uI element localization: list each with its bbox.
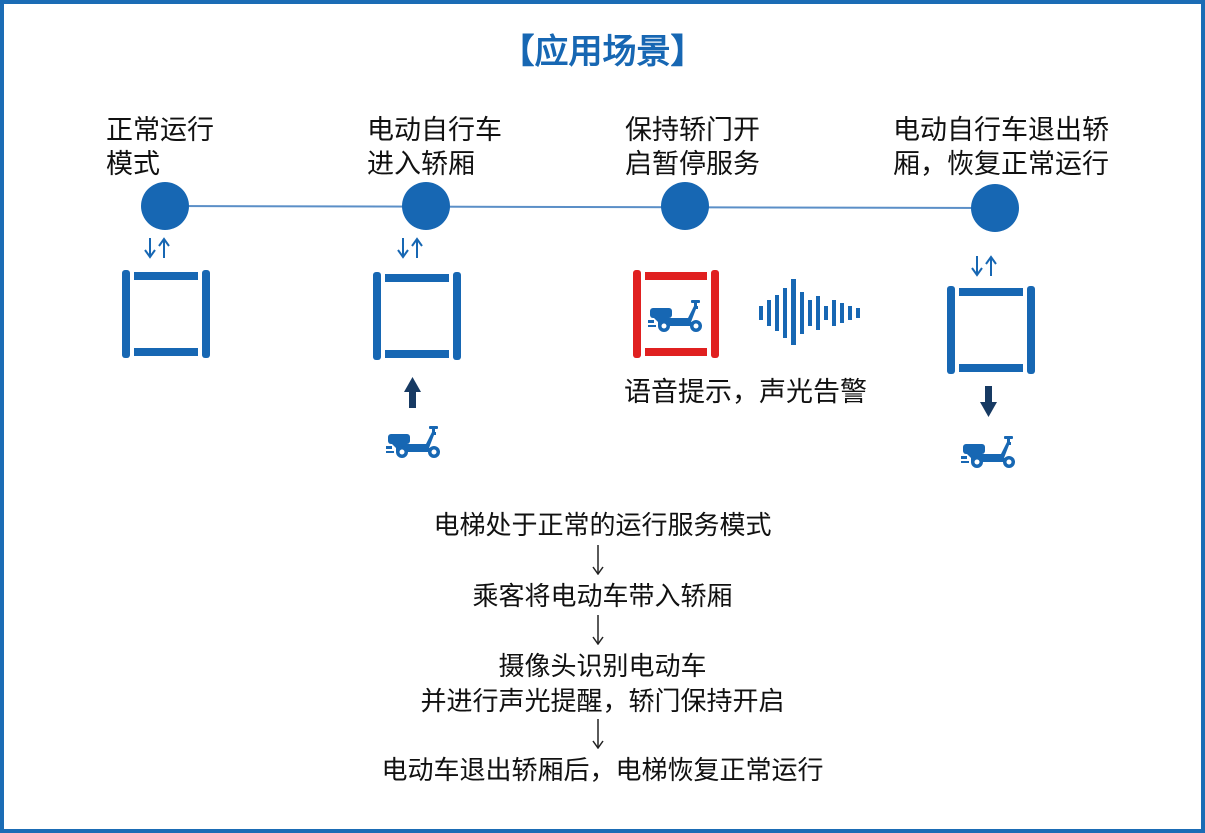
elevator-door-icon xyxy=(633,270,719,358)
up-down-arrow-icon xyxy=(971,255,997,277)
flow-arrow-icon xyxy=(592,719,604,749)
stage-label-line2: 启暂停服务 xyxy=(625,149,760,180)
alert-caption: 语音提示，声光告警 xyxy=(624,377,867,408)
flow-step-3-line1: 摄像头识别电动车 xyxy=(498,652,707,682)
timeline-node-exit xyxy=(971,184,1019,232)
scooter-icon xyxy=(961,436,1015,468)
elevator-door-icon xyxy=(373,272,461,360)
flow-arrow-icon xyxy=(592,615,604,645)
sound-wave-icon xyxy=(759,279,860,345)
up-down-arrow-icon xyxy=(144,237,170,259)
stage-label-line1: 电动自行车 xyxy=(367,115,502,146)
timeline-node-normal xyxy=(141,182,189,230)
flow-step-2: 乘客将电动车带入轿厢 xyxy=(472,582,733,612)
arrow-down-icon xyxy=(980,386,997,417)
flow-step-1: 电梯处于正常的运行服务模式 xyxy=(433,511,772,541)
timeline-node-enter xyxy=(402,182,450,230)
stage-label-enter: 电动自行车 进入轿厢 xyxy=(367,114,502,182)
arrow-up-icon xyxy=(404,377,421,408)
stage-label-line2: 模式 xyxy=(106,149,160,180)
up-down-arrow-icon xyxy=(397,237,423,259)
stage-label-line2: 进入轿厢 xyxy=(367,149,475,180)
stage-label-pause: 保持轿门开 启暂停服务 xyxy=(625,114,760,182)
flow-step-4: 电动车退出轿厢后，电梯恢复正常运行 xyxy=(381,756,824,786)
elevator-door-icon xyxy=(947,286,1035,374)
elevator-door-icon xyxy=(122,270,210,358)
flow-step-3-line2: 并进行声光提醒，轿门保持开启 xyxy=(420,687,785,717)
diagram-title: 【应用场景】 xyxy=(500,32,705,72)
stage-label-line1: 正常运行 xyxy=(106,115,214,146)
timeline-node-pause xyxy=(661,182,709,230)
scooter-icon xyxy=(648,300,702,332)
scooter-icon xyxy=(386,426,440,458)
stage-label-normal: 正常运行 模式 xyxy=(106,114,214,182)
stage-label-line2: 厢，恢复正常运行 xyxy=(893,149,1109,180)
flow-arrow-icon xyxy=(592,545,604,575)
stage-label-line1: 保持轿门开 xyxy=(625,115,760,146)
timeline-line xyxy=(164,205,996,209)
stage-label-line1: 电动自行车退出轿 xyxy=(893,115,1109,146)
stage-label-exit: 电动自行车退出轿 厢，恢复正常运行 xyxy=(893,114,1109,182)
